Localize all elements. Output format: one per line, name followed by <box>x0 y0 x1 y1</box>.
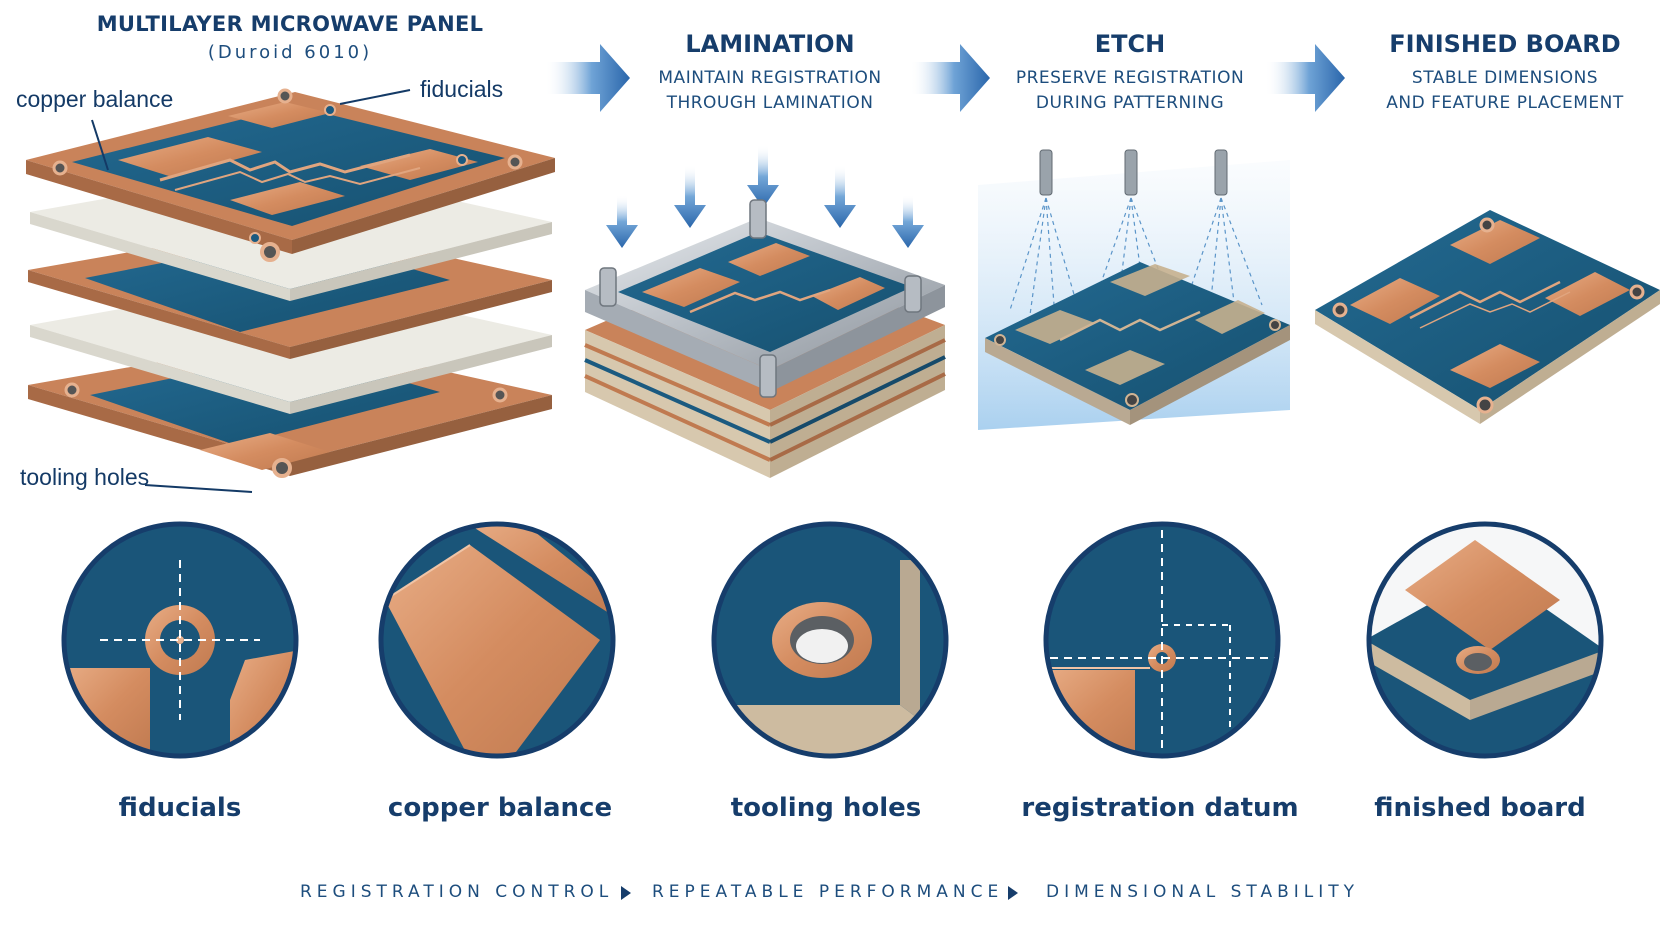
detail-copper-balance <box>378 521 616 759</box>
footer-marker-1 <box>621 886 631 900</box>
detail-label-registration-datum: registration datum <box>1021 793 1299 823</box>
footer-item-dimensional-stability: DIMENSIONAL STABILITY <box>1046 882 1360 902</box>
copper-balance-leader <box>91 119 109 171</box>
detail-label-finished-board: finished board <box>1374 793 1586 823</box>
detail-tooling-hole <box>711 521 949 759</box>
step-lamination-line2: THROUGH LAMINATION <box>666 93 874 113</box>
tooling-holes-callout: tooling holes <box>20 464 150 490</box>
step-arrow-2 <box>910 44 990 112</box>
fiducials-callout: fiducials <box>420 76 504 102</box>
panel-title: MULTILAYER MICROWAVE PANEL <box>96 12 484 36</box>
footer-item-registration-control: REGISTRATION CONTROL <box>300 882 614 902</box>
exploded-panel <box>26 88 555 478</box>
step-finished-board-title: FINISHED BOARD <box>1389 30 1621 58</box>
step-etch-title: ETCH <box>1094 30 1166 58</box>
tooling-holes-leader <box>144 484 253 493</box>
fiducials-leader <box>339 89 411 105</box>
step-finished-board: FINISHED BOARD STABLE DIMENSIONS AND FEA… <box>1360 30 1650 116</box>
step-finished-board-line2: AND FEATURE PLACEMENT <box>1386 93 1624 113</box>
copper-balance-callout: copper balance <box>16 86 174 112</box>
detail-registration-datum <box>1043 521 1281 759</box>
step-finished-board-line1: STABLE DIMENSIONS <box>1411 68 1599 88</box>
footer-item-repeatable-performance: REPEATABLE PERFORMANCE <box>652 882 1004 902</box>
step-arrow-1 <box>545 44 630 112</box>
detail-fiducial <box>61 521 299 759</box>
step-lamination-line1: MAINTAIN REGISTRATION <box>658 68 882 88</box>
panel-material: (Duroid 6010) <box>207 42 373 63</box>
step-etch-line1: PRESERVE REGISTRATION <box>1015 68 1245 88</box>
detail-label-copper-balance: copper balance <box>387 793 613 823</box>
etch-station <box>978 149 1290 430</box>
step-arrow-3 <box>1265 44 1345 112</box>
step-lamination: LAMINATION MAINTAIN REGISTRATION THROUGH… <box>630 30 910 116</box>
step-lamination-title: LAMINATION <box>685 30 855 58</box>
detail-finished-board <box>1366 521 1604 759</box>
lamination-fixture <box>584 145 946 478</box>
spray-nozzles <box>1039 149 1228 196</box>
footer-marker-2 <box>1008 886 1018 900</box>
press-arrows <box>606 145 924 248</box>
finished-board-illustration <box>1315 210 1660 424</box>
detail-label-fiducials: fiducials <box>118 793 242 823</box>
step-etch: ETCH PRESERVE REGISTRATION DURING PATTER… <box>990 30 1270 116</box>
step-etch-line2: DURING PATTERNING <box>1035 93 1225 113</box>
detail-label-tooling-holes: tooling holes <box>730 793 922 823</box>
